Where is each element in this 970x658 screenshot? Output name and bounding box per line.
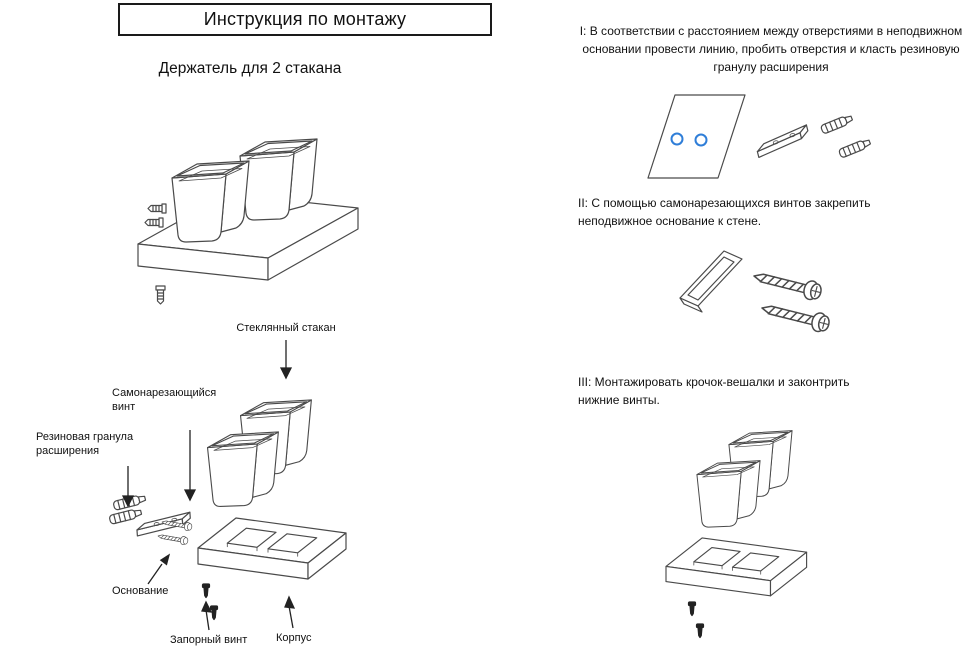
body-frame-drawing (665, 537, 808, 597)
step2-instruction: II: С помощью самонарезающихся винтов за… (578, 196, 871, 228)
locking-screw-icon (201, 583, 211, 599)
label-rubber-plug: Резиновая гранула расширения (36, 431, 134, 458)
dowel-icon (109, 509, 143, 525)
label-self-tapping-screw: Самонарезающийся винт (112, 387, 217, 414)
mounting-screw-icon (147, 203, 167, 214)
exploded-view-drawing (109, 340, 347, 631)
dowel-icon (838, 139, 872, 158)
step3-drawing (665, 430, 808, 639)
dowel-icon (820, 115, 854, 134)
screw-icon (161, 520, 193, 531)
label-locking-screw: Запорный винт (170, 634, 248, 646)
assembled-product-drawing (137, 138, 359, 305)
title-box: Инструкция по монтажу (118, 3, 492, 36)
drill-hole-icon (670, 132, 684, 146)
step3-instruction: III: Монтажировать крочок-вешалки и зако… (578, 375, 850, 407)
mounting-screw-icon (144, 217, 164, 228)
locking-screw-icon (695, 623, 705, 639)
step2-drawing (679, 250, 830, 333)
locking-screw-icon (209, 605, 219, 621)
cup-drawing (171, 160, 250, 243)
screw-icon (753, 273, 822, 301)
body-frame-drawing (197, 517, 347, 580)
marked-plate-drawing (647, 94, 746, 179)
product-subtitle: Держатель для 2 стакана (158, 60, 342, 77)
dowel-icon (113, 495, 147, 511)
label-base: Основание (112, 585, 169, 597)
mounting-screw-icon (155, 285, 166, 305)
label-glass-cup: Стеклянный стакан (236, 322, 336, 334)
screw-icon (157, 534, 189, 545)
cup-drawing (239, 138, 318, 221)
step1-drawing (647, 94, 872, 179)
drill-hole-icon (694, 133, 708, 147)
page-title: Инструкция по монтажу (203, 9, 407, 29)
base-bracket-drawing (756, 124, 809, 159)
label-body: Корпус (276, 632, 312, 644)
locking-screw-icon (687, 601, 697, 617)
cup-drawing (206, 431, 279, 508)
label-arrows (121, 340, 296, 631)
screw-icon (761, 305, 830, 333)
step1-instruction: I: В соответствии с расстоянием между от… (579, 24, 963, 74)
wall-bracket-drawing (679, 250, 743, 313)
cup-drawing (696, 460, 761, 528)
